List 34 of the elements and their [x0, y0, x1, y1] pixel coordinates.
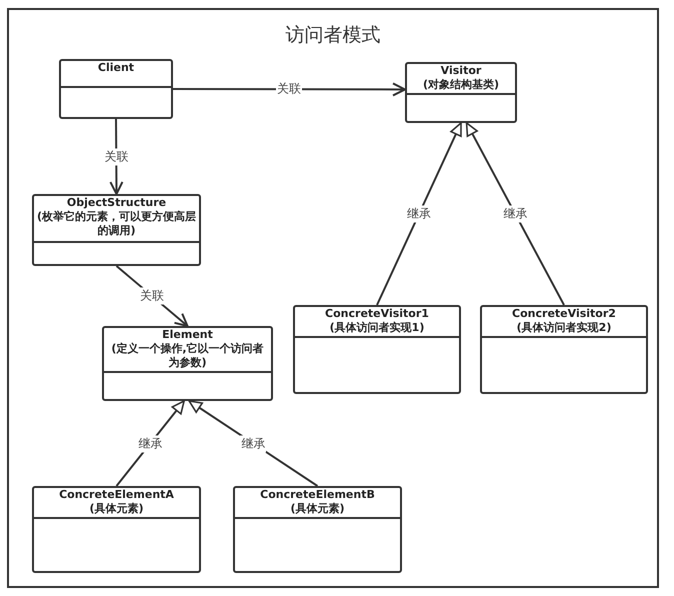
class-box [32, 194, 201, 266]
class-box [293, 305, 461, 394]
class-box [59, 59, 173, 119]
class-box [233, 486, 402, 573]
class-description: (具体元素) [289, 502, 346, 516]
diagram-frame [7, 8, 659, 588]
edge-label: 继承 [406, 206, 432, 222]
class-name: Client [96, 61, 136, 75]
edge-label: 关联 [139, 288, 165, 304]
inheritance-arrow [376, 122, 462, 306]
class-name: ConcreteVisitor2 [511, 307, 617, 321]
class-description: (对象结构基类) [422, 78, 500, 92]
edge-label: 关联 [103, 148, 130, 165]
class-box [102, 326, 273, 401]
class-box [32, 486, 201, 573]
class-name: ObjectStructure [66, 196, 168, 210]
class-description: (枚举它的元素，可以更方便高层的调用) [36, 210, 197, 238]
association-arrow [173, 82, 406, 96]
edge-label: 继承 [502, 206, 528, 222]
edge-label: 继承 [137, 435, 164, 452]
class-name: ConcreteElementB [259, 488, 376, 502]
class-description: (定义一个操作,它以一个访问者为参数) [110, 342, 265, 370]
class-box [405, 62, 517, 123]
class-description: (具体访问者实现1) [328, 321, 426, 335]
class-box [480, 305, 648, 394]
edge-label: 继承 [240, 435, 266, 452]
class-description: (具体元素) [88, 502, 145, 516]
class-name: Element [161, 328, 214, 342]
class-description: (具体访问者实现2) [516, 321, 612, 335]
inheritance-arrow [466, 122, 565, 306]
class-name: ConcreteVisitor1 [324, 307, 430, 321]
frame-label: 访问者模式 [284, 23, 382, 48]
class-name: ConcreteElementA [58, 488, 175, 502]
class-name: Visitor [440, 64, 482, 78]
